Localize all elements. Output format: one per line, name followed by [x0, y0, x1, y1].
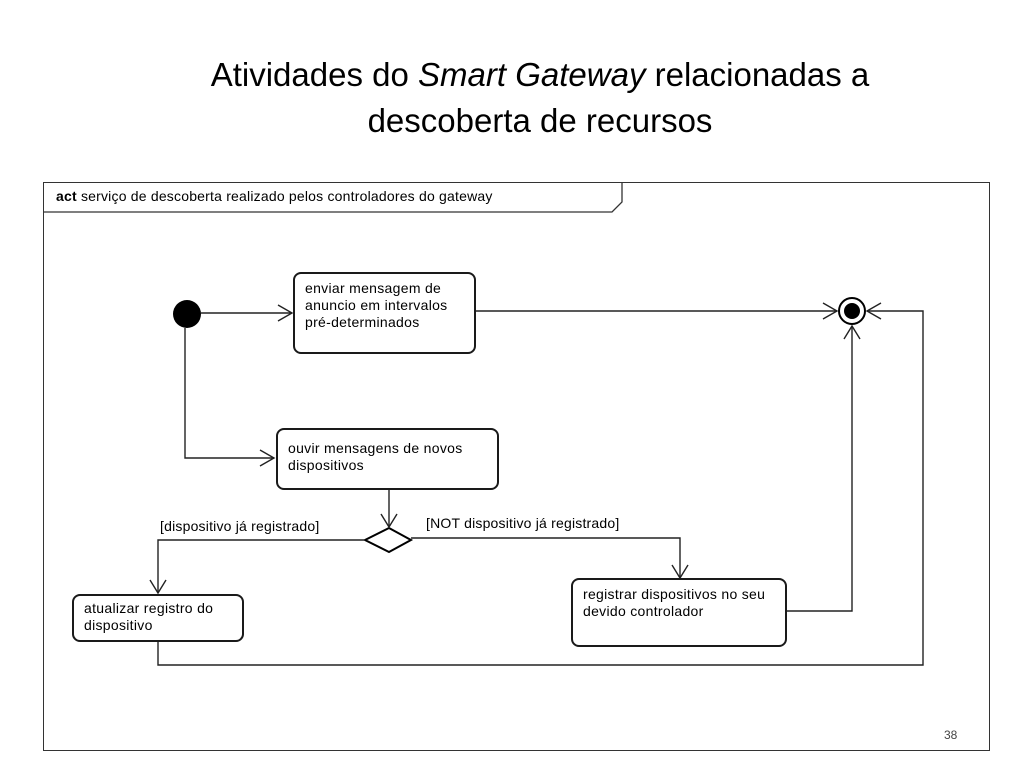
edge-update-to-final	[157, 310, 924, 666]
action-update-registry: atualizar registro do dispositivo	[72, 594, 244, 642]
action-listen-new-devices: ouvir mensagens de novos dispositivos	[276, 428, 499, 490]
edge-decision-to-register	[411, 537, 681, 578]
title-italic: Smart Gateway	[418, 56, 646, 93]
action-label: atualizar registro do dispositivo	[84, 600, 214, 633]
frame-label: act serviço de descoberta realizado pelo…	[56, 188, 493, 204]
action-label: registrar dispositivos no seu devido con…	[583, 586, 766, 619]
arrowhead	[149, 579, 167, 595]
edge-initial-to-listen	[184, 328, 274, 459]
frame-name: serviço de descoberta realizado pelos co…	[80, 188, 493, 204]
title-suffix: relacionadas a	[645, 56, 870, 93]
edge-register-to-final	[787, 326, 853, 612]
frame-keyword: act	[56, 188, 77, 204]
action-label: ouvir mensagens de novos dispositivos	[288, 440, 463, 473]
action-label: enviar mensagem de anuncio em intervalos…	[305, 280, 448, 330]
edge-decision-to-update	[157, 539, 365, 593]
slide-title: Atividades do Smart Gateway relacionadas…	[0, 52, 1024, 144]
guard-not-registered: [NOT dispositivo já registrado]	[426, 515, 620, 531]
arrowhead	[865, 302, 882, 320]
final-node-inner	[844, 303, 860, 319]
arrowhead	[822, 302, 839, 320]
action-send-announcement: enviar mensagem de anuncio em intervalos…	[293, 272, 476, 354]
arrowhead	[843, 324, 861, 340]
title-line2: descoberta de recursos	[367, 102, 713, 139]
activity-diagram-frame	[43, 182, 990, 751]
title-prefix: Atividades do	[210, 56, 419, 93]
arrowhead	[277, 304, 294, 322]
guard-already-registered: [dispositivo já registrado]	[160, 518, 320, 534]
arrowhead	[380, 513, 398, 529]
frame-tab-outline	[43, 182, 623, 213]
initial-node	[173, 300, 201, 328]
action-register-devices: registrar dispositivos no seu devido con…	[571, 578, 787, 647]
arrowhead	[259, 449, 276, 467]
decision-node	[362, 526, 414, 554]
page-number: 38	[944, 728, 958, 742]
